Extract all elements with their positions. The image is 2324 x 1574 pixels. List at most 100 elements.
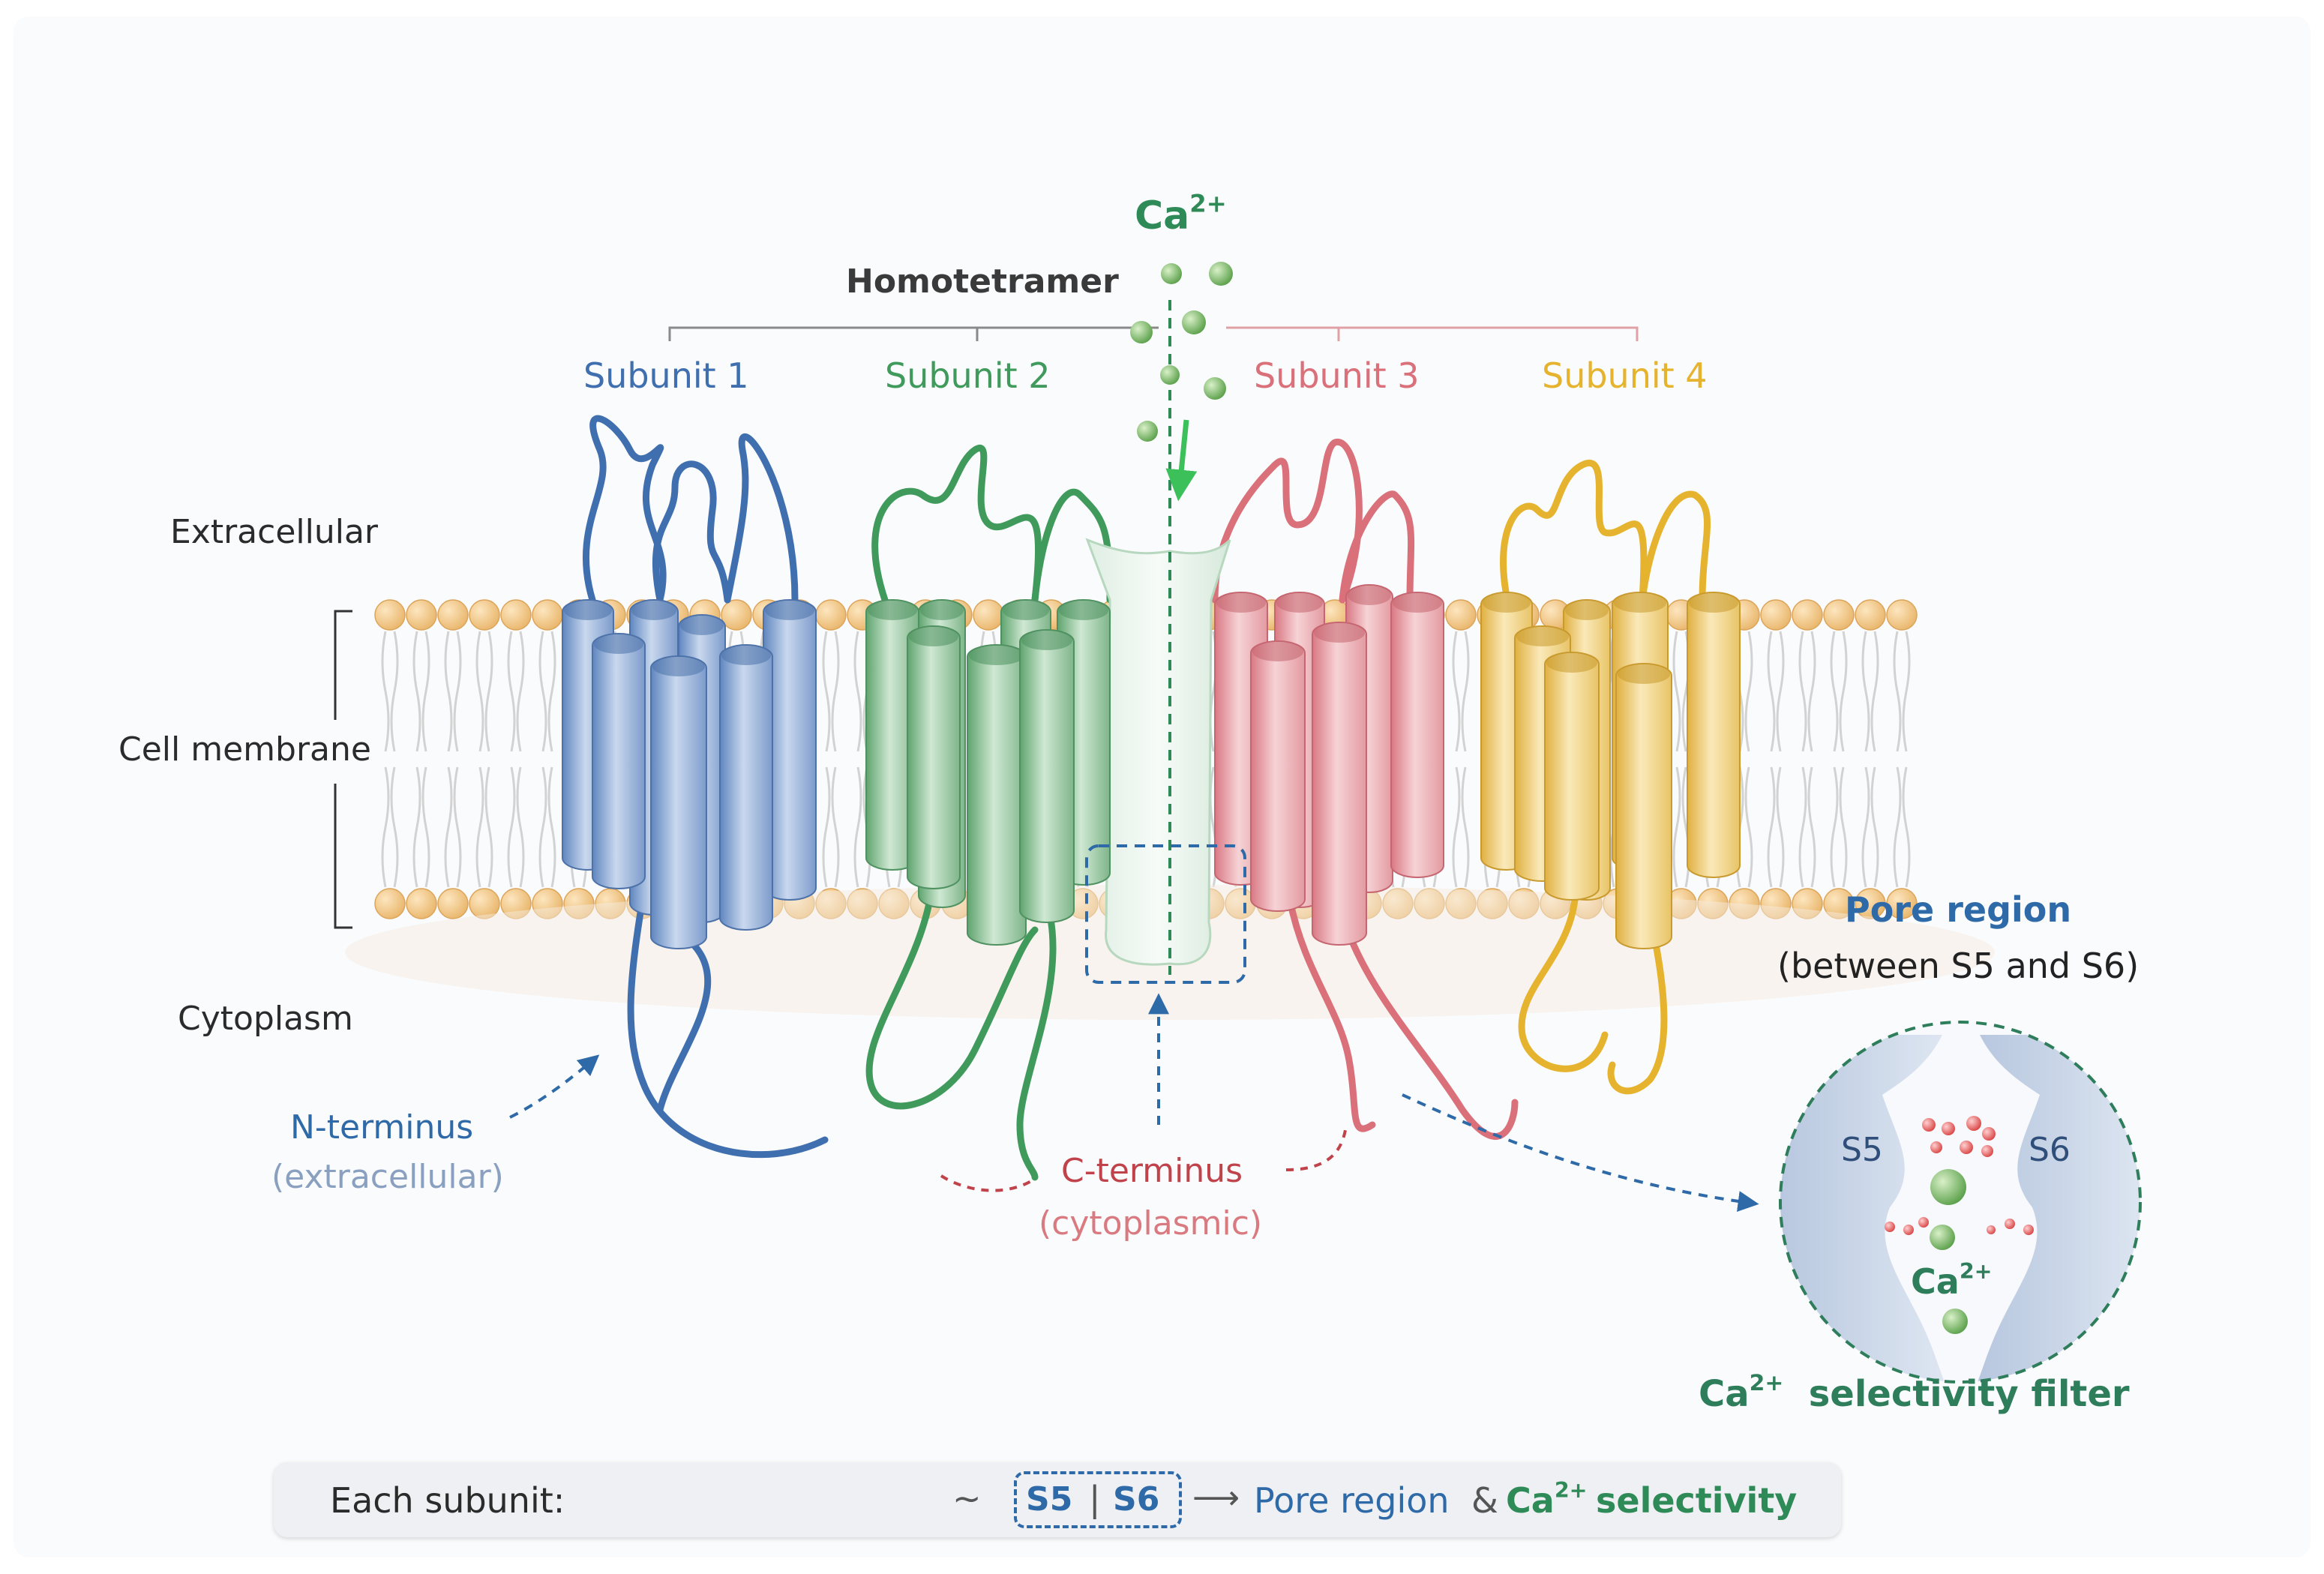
summary-s5: S5 bbox=[1026, 1480, 1073, 1519]
selectivity-filter-inset bbox=[1779, 1021, 2142, 1384]
subunit-3-helices bbox=[1214, 584, 1444, 946]
lipid-head bbox=[1792, 599, 1823, 631]
calcium-ion bbox=[1204, 377, 1226, 400]
helix-cap bbox=[1393, 593, 1442, 613]
lipid-head bbox=[532, 599, 563, 631]
lipid-head bbox=[1445, 599, 1477, 631]
lipid-head bbox=[406, 888, 437, 919]
helix-cap bbox=[1614, 593, 1666, 613]
calcium-ion bbox=[1161, 263, 1182, 284]
helix-cap bbox=[1276, 593, 1323, 613]
lipid-head bbox=[1855, 599, 1886, 631]
subunit-2-label: Subunit 2 bbox=[885, 355, 1051, 396]
summary-bar bbox=[274, 1462, 1841, 1537]
helix-cylinder bbox=[907, 625, 961, 889]
helix-cap bbox=[564, 601, 612, 620]
lipid-head bbox=[1886, 888, 1918, 919]
summary-selectivity: selectivity bbox=[1596, 1480, 1798, 1521]
extracellular-label: Extracellular bbox=[170, 513, 379, 551]
helix-cap bbox=[594, 634, 643, 654]
lipid-head bbox=[500, 599, 532, 631]
n-terminus-label: N-terminus bbox=[290, 1108, 474, 1147]
helix-bundles bbox=[562, 584, 1741, 949]
n-terminus-note: (extracellular) bbox=[271, 1158, 504, 1196]
lipid-head bbox=[406, 599, 437, 631]
s5-wall bbox=[1780, 1035, 1950, 1382]
helix-cap bbox=[1252, 642, 1303, 661]
summary-lead: Each subunit: bbox=[330, 1480, 565, 1521]
loops-subunit-1 bbox=[582, 415, 799, 604]
helix-cap bbox=[1546, 653, 1597, 673]
lipid-head bbox=[973, 599, 1004, 631]
homotetramer-bracket bbox=[668, 326, 1639, 341]
subunit-4-label: Subunit 4 bbox=[1542, 355, 1708, 396]
homotetramer-title: Homotetramer bbox=[846, 262, 1119, 301]
filter-residues bbox=[1885, 1116, 2034, 1235]
subunit-3-label: Subunit 3 bbox=[1254, 355, 1420, 396]
subunit-1-label: Subunit 1 bbox=[583, 355, 749, 396]
helix-cap bbox=[868, 601, 917, 620]
inset-calcium-ion bbox=[1942, 1309, 1968, 1334]
helix-cylinder bbox=[967, 644, 1027, 946]
lipid-head bbox=[374, 888, 406, 919]
tails-subunit-2 bbox=[865, 896, 1057, 1181]
helix-cylinder bbox=[719, 644, 773, 931]
summary-arrow: ⟶ bbox=[1192, 1479, 1240, 1517]
helix-cylinder bbox=[1250, 640, 1306, 912]
inset-border bbox=[1779, 1021, 2142, 1384]
helix-cap bbox=[1216, 593, 1266, 613]
tails-subunit-1 bbox=[627, 881, 829, 1159]
lipid-head bbox=[437, 599, 469, 631]
ion-label-top: Ca2+ bbox=[1135, 189, 1227, 238]
inset-ion-label: Ca2+ bbox=[1911, 1259, 1993, 1302]
summary-amp: & bbox=[1471, 1480, 1498, 1521]
helix-cap bbox=[680, 616, 724, 635]
pore-region-note: (between S5 and S6) bbox=[1777, 946, 2140, 986]
inset-calcium-ion bbox=[1930, 1225, 1955, 1250]
lipid-head bbox=[1886, 599, 1918, 631]
inset-s5-label: S5 bbox=[1841, 1131, 1883, 1169]
helix-cylinder bbox=[1390, 592, 1444, 878]
selectivity-filter-caption: Ca2+ selectivity filter bbox=[1699, 1370, 2130, 1415]
lipid-head bbox=[1760, 599, 1792, 631]
loops-subunit-4 bbox=[1500, 460, 1711, 604]
summary-ion: Ca2+ bbox=[1506, 1478, 1588, 1521]
calcium-ion bbox=[1137, 421, 1158, 442]
helix-cylinder bbox=[650, 655, 707, 949]
helix-cylinder bbox=[1019, 629, 1075, 923]
helix-cap bbox=[1565, 601, 1609, 620]
c-terminus-note: (cytoplasmic) bbox=[1039, 1204, 1263, 1243]
helix-cap bbox=[765, 601, 814, 620]
lipid-head bbox=[815, 599, 847, 631]
helix-cylinder bbox=[1312, 622, 1367, 946]
helix-cap bbox=[1689, 593, 1738, 613]
inset-s6-label: S6 bbox=[2029, 1131, 2071, 1169]
helix-cylinder bbox=[1544, 652, 1600, 901]
summary-pore: Pore region bbox=[1254, 1480, 1450, 1521]
helix-cap bbox=[631, 601, 676, 620]
s5-s6-box bbox=[1014, 1471, 1182, 1528]
lipid-head bbox=[1823, 599, 1855, 631]
tails-subunit-4 bbox=[1518, 896, 1668, 1095]
cytoplasm-label: Cytoplasm bbox=[178, 1000, 353, 1038]
helix-cylinder bbox=[1615, 663, 1672, 949]
lipid-head bbox=[721, 599, 752, 631]
helix-cap bbox=[1483, 593, 1531, 613]
cell-membrane-label: Cell membrane bbox=[118, 730, 371, 769]
helix-cylinder bbox=[1687, 592, 1741, 878]
helix-cap bbox=[1021, 631, 1072, 650]
pore-channel bbox=[1085, 538, 1231, 966]
summary-divider: | bbox=[1089, 1479, 1101, 1519]
c-terminus-label: C-terminus bbox=[1061, 1152, 1243, 1190]
helix-cap bbox=[652, 657, 705, 676]
helix-cap bbox=[1059, 601, 1108, 620]
helix-cap bbox=[920, 601, 964, 620]
membrane-bracket bbox=[334, 610, 352, 929]
n-terminus-arrow bbox=[509, 1054, 600, 1119]
summary-tilde: ~ bbox=[952, 1478, 982, 1519]
lipid-head bbox=[374, 599, 406, 631]
inset-pointer-arrow bbox=[1402, 1093, 1759, 1212]
subunit-2-helices bbox=[865, 599, 1111, 946]
tails-subunit-3 bbox=[1286, 896, 1519, 1140]
